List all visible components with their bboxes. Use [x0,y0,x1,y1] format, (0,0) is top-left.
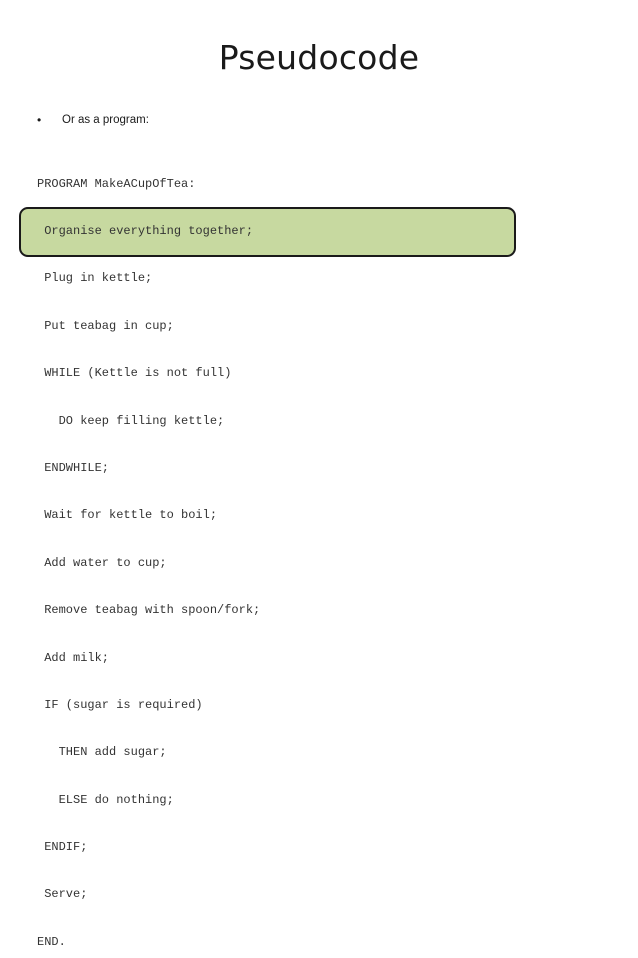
pseudocode-block: PROGRAM MakeACupOfTea: Organise everythi… [37,145,260,958]
code-line: ELSE do nothing; [37,792,174,807]
code-line: Serve; [37,887,88,902]
code-line: ENDWHILE; [37,460,110,475]
code-line: Remove teabag with spoon/fork; [37,603,261,618]
code-line: Put teabag in cup; [37,318,174,333]
bullet-text: Or as a program: [62,114,149,126]
code-line: DO keep filling kettle; [37,413,225,428]
code-line: PROGRAM MakeACupOfTea: [37,176,196,191]
code-line: ENDIF; [37,840,88,855]
bullet-item: • Or as a program: [37,113,149,127]
code-line: Add milk; [37,650,110,665]
code-line: Plug in kettle; [37,271,153,286]
while-loop-highlight-box [19,207,516,257]
code-line: Organise everything together; [37,223,254,238]
code-line: WHILE (Kettle is not full) [37,366,232,381]
slide-title: Pseudocode [218,38,420,77]
code-line: END. [37,934,66,949]
slide: Pseudocode • Or as a program: PROGRAM Ma… [19,38,516,949]
code-line: Add water to cup; [37,555,167,570]
code-line: THEN add sugar; [37,745,167,760]
code-line: Wait for kettle to boil; [37,508,218,523]
code-line: IF (sugar is required) [37,697,203,712]
bullet-marker: • [37,113,42,127]
